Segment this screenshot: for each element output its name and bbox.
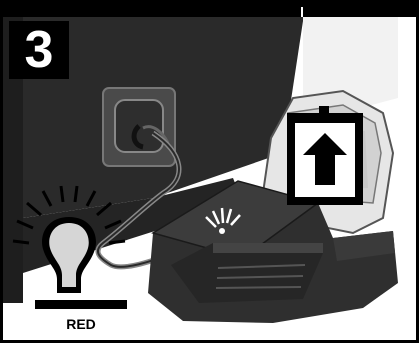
power-socket-icon (103, 88, 175, 166)
battery-arrow-up-icon (287, 106, 363, 205)
led-color-label: RED (31, 316, 131, 332)
step-number: 3 (9, 21, 69, 79)
